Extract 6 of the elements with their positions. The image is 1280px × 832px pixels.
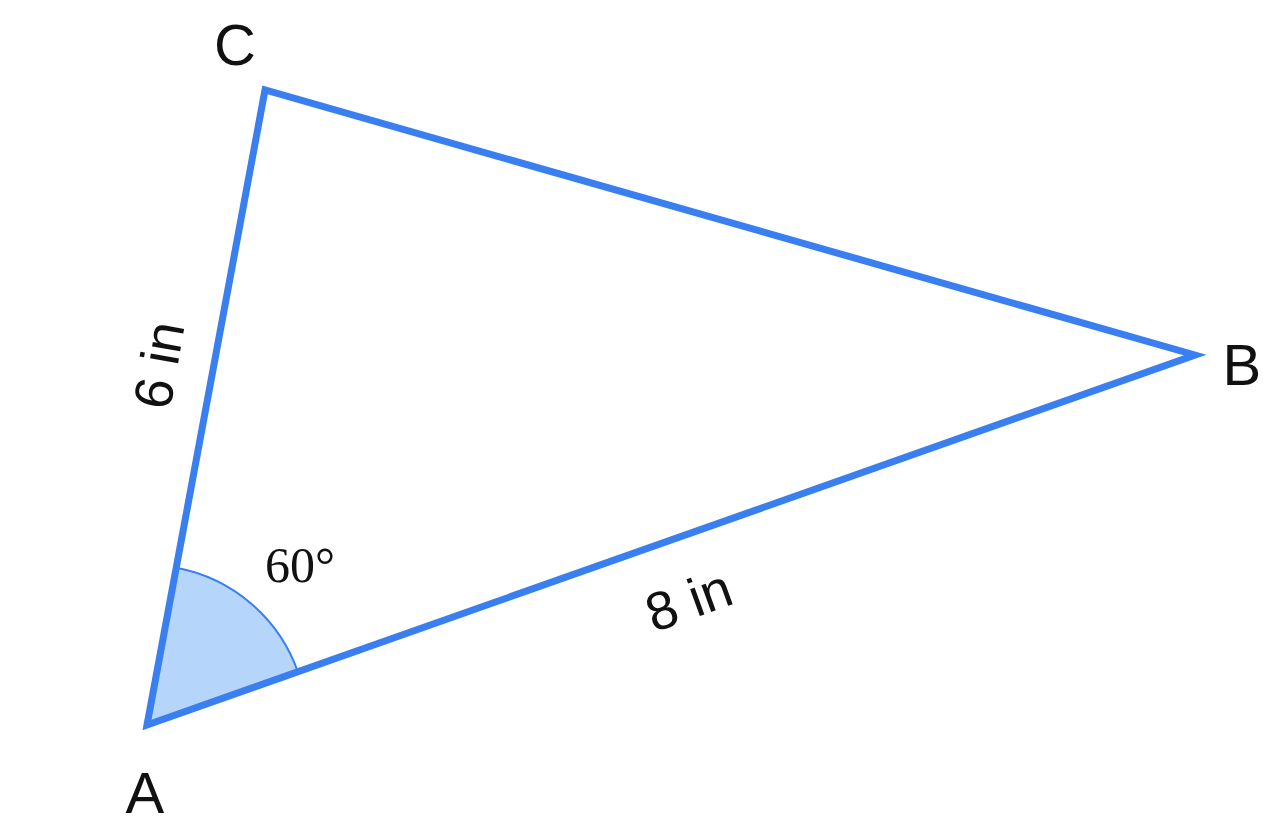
side-length-label: 6 in [123, 317, 193, 413]
angle-label: 60° [265, 540, 335, 590]
side-length-label: 8 in [637, 559, 739, 641]
vertex-label: A [125, 764, 165, 822]
vertex-label: B [1222, 336, 1262, 394]
vertex-label: C [214, 16, 256, 74]
